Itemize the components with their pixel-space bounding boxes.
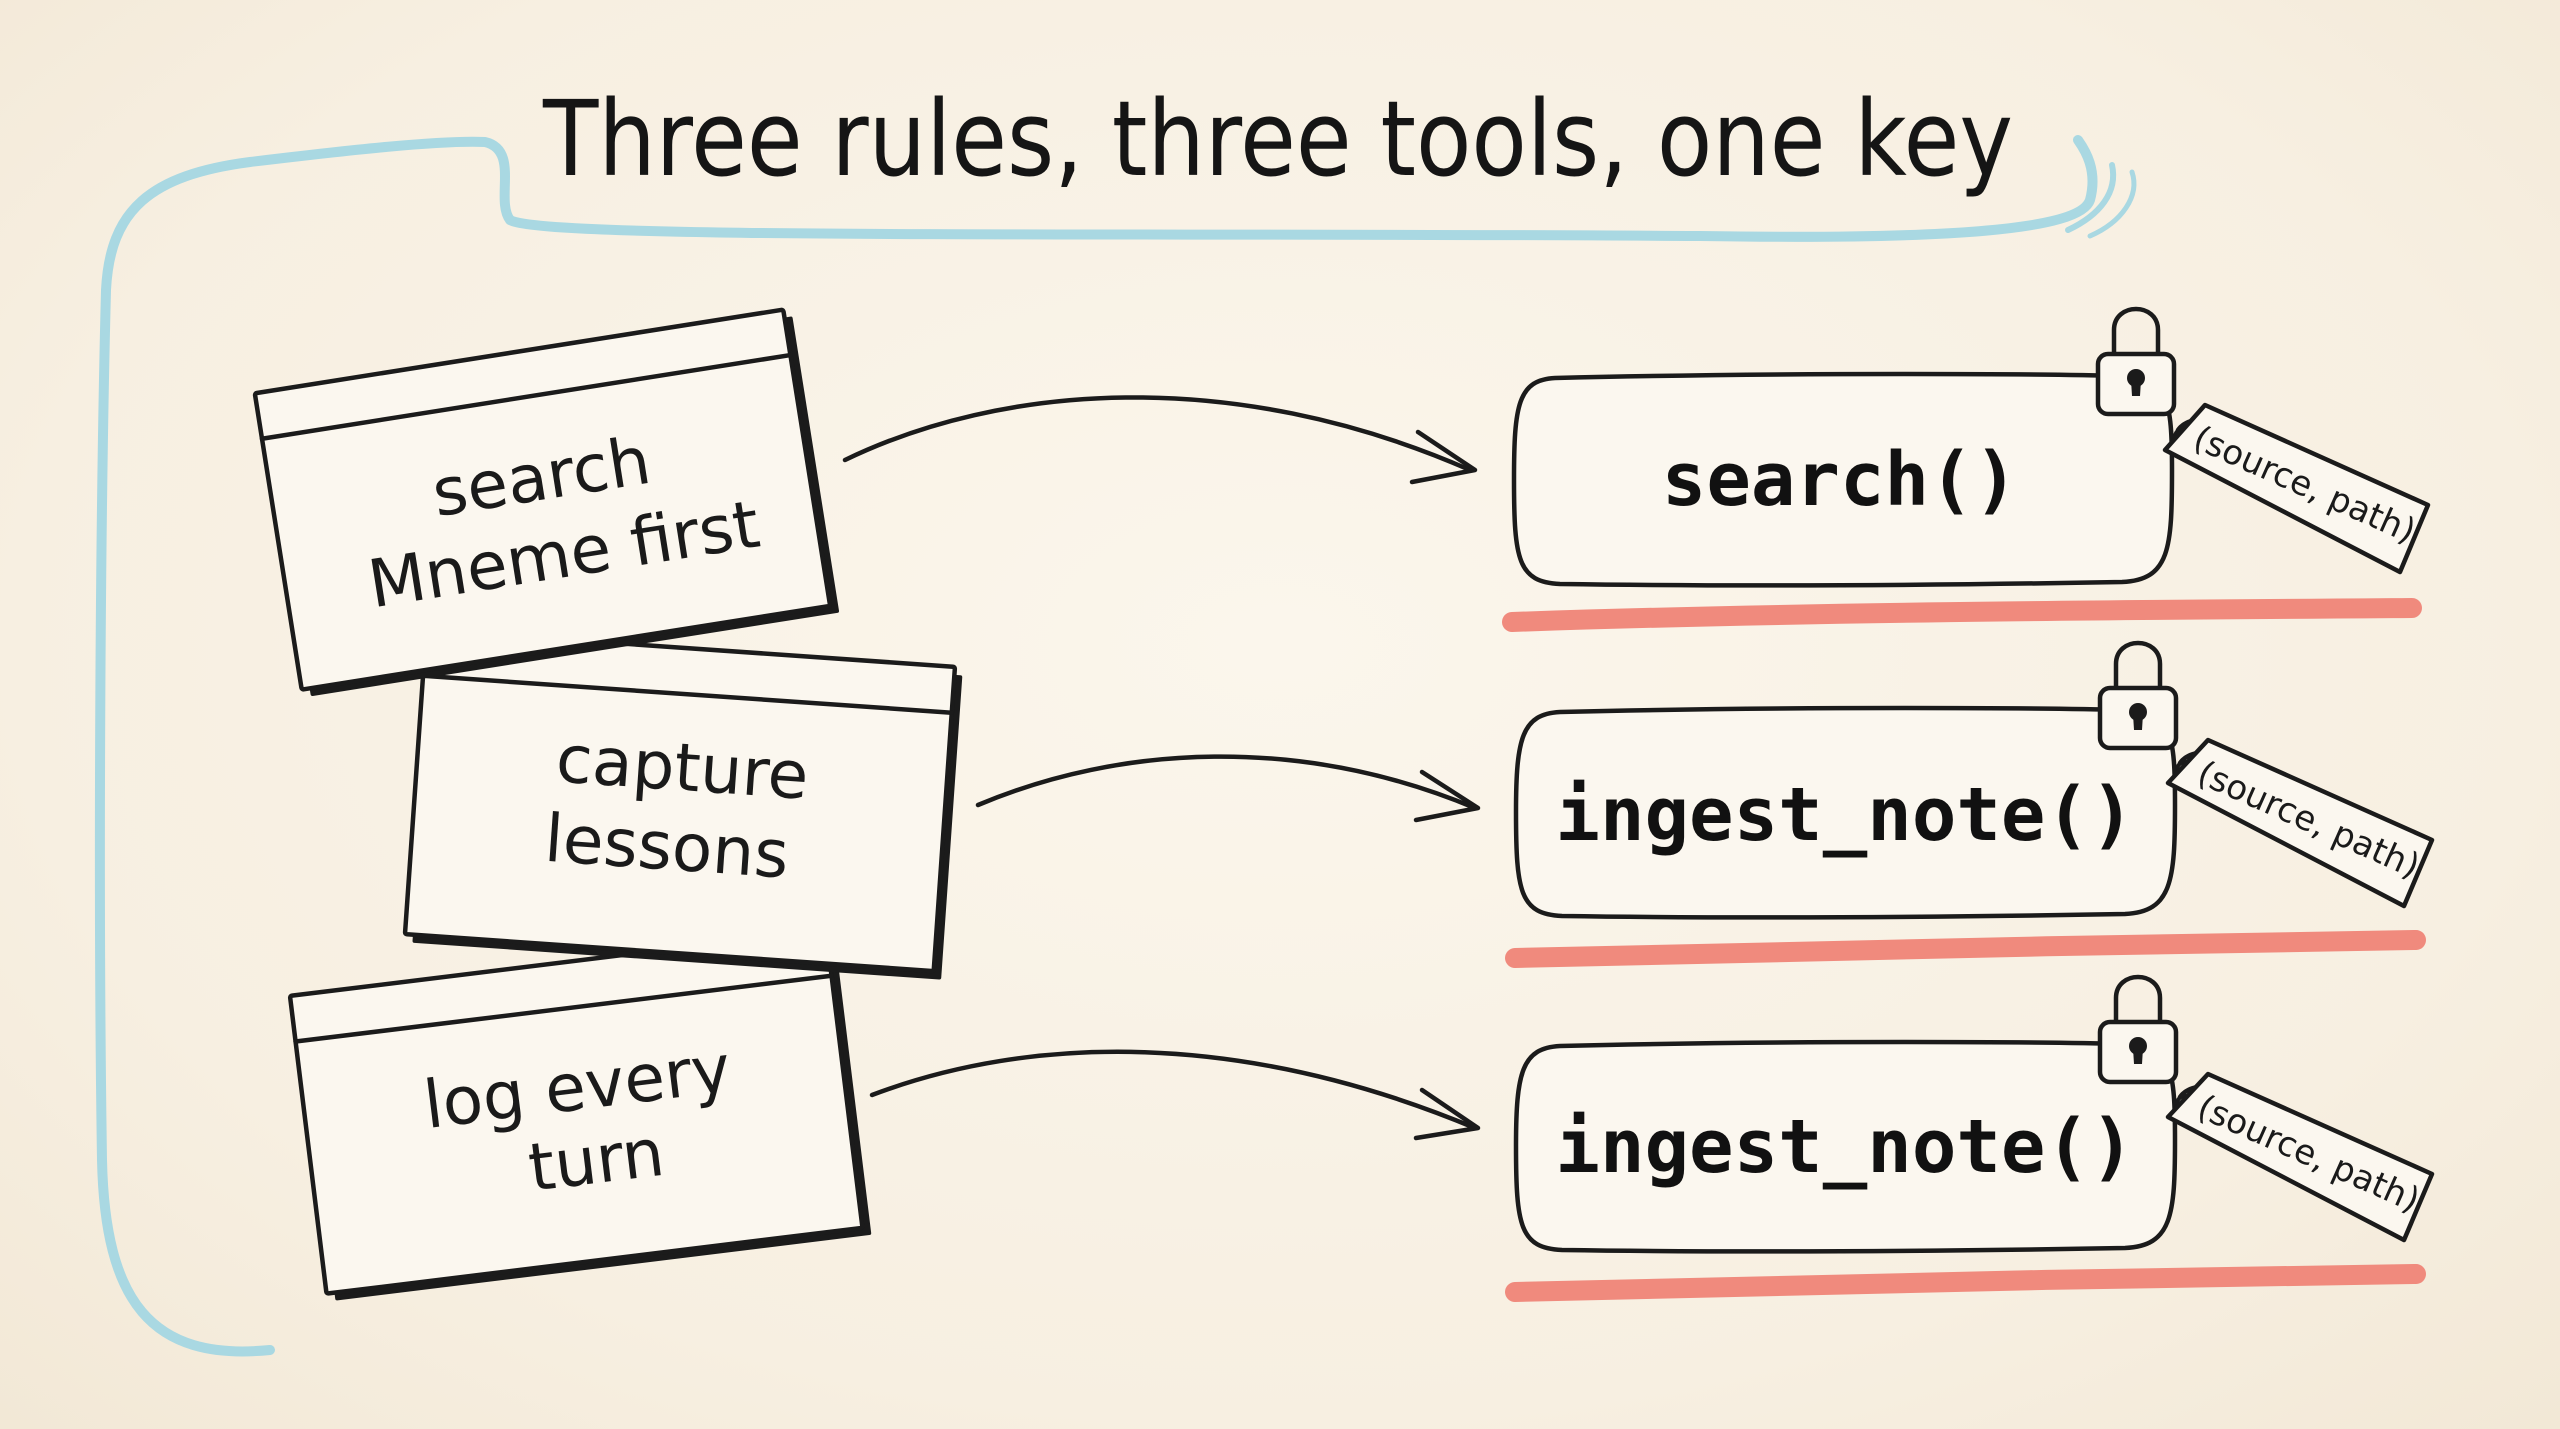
blue-squiggle-2 <box>2087 169 2137 239</box>
padlock-icon <box>2097 640 2179 751</box>
tool-box-1: search() <box>1502 371 2422 632</box>
rule-card-3: log every turn <box>287 928 872 1301</box>
arrow-3 <box>869 1049 1481 1141</box>
diagram-title: Three rules, three tools, one key <box>542 78 2013 200</box>
rule-card-1: search Mneme first <box>252 307 840 696</box>
padlock-icon <box>2097 974 2179 1085</box>
underline-3 <box>1505 1264 2426 1302</box>
key-tag-icon: (source, path) <box>2165 737 2435 909</box>
underline-2 <box>1505 930 2426 968</box>
underline-1 <box>1502 598 2422 632</box>
arrow-1 <box>842 395 1478 485</box>
tool-2-label: ingest_note() <box>1555 772 2134 858</box>
blue-bracket <box>94 135 2098 1357</box>
tool-box-3: ingest_note() <box>1505 1039 2426 1302</box>
tool-box-2: ingest_note() <box>1505 705 2426 968</box>
key-tag-icon: (source, path) <box>2165 1071 2435 1243</box>
rule-card-2: capture lessons <box>402 627 963 980</box>
rule-2-line1: capture <box>554 720 811 814</box>
padlock-icon <box>2095 306 2177 417</box>
blue-squiggle-1 <box>2065 162 2117 233</box>
key-tag-icon: (source, path) <box>2162 402 2431 575</box>
tool-3-label: ingest_note() <box>1555 1104 2134 1190</box>
arrow-2 <box>975 754 1481 823</box>
tool-1-label: search() <box>1662 437 2018 523</box>
rule-2-line2: lessons <box>542 800 791 894</box>
rule-3-line2: turn <box>524 1114 668 1207</box>
